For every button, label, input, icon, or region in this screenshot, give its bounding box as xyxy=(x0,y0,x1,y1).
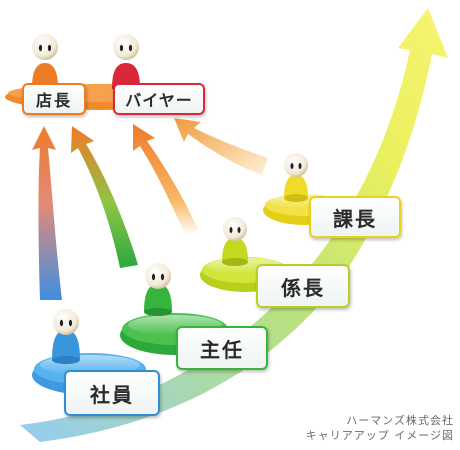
promotion-arrow-2 xyxy=(71,126,138,268)
label-tencho: 店長 xyxy=(22,83,86,115)
footer-company: ハーマンズ株式会社 xyxy=(346,414,454,427)
label-kacho: 課長 xyxy=(309,196,401,238)
footer-caption: キャリアアップ イメージ図 xyxy=(305,429,454,442)
figure-shunin xyxy=(144,263,172,316)
promotion-arrow-3 xyxy=(133,124,198,235)
label-buyer: バイヤー xyxy=(113,83,205,115)
label-shunin: 主任 xyxy=(176,326,268,370)
figure-shain xyxy=(52,309,80,364)
figure-kakaricho xyxy=(222,217,248,266)
figure-kacho xyxy=(284,153,308,202)
promotion-arrow-4 xyxy=(174,118,268,175)
promotion-arrow-1 xyxy=(32,126,62,300)
label-shain: 社員 xyxy=(64,370,160,416)
label-kakaricho: 係長 xyxy=(256,264,350,308)
